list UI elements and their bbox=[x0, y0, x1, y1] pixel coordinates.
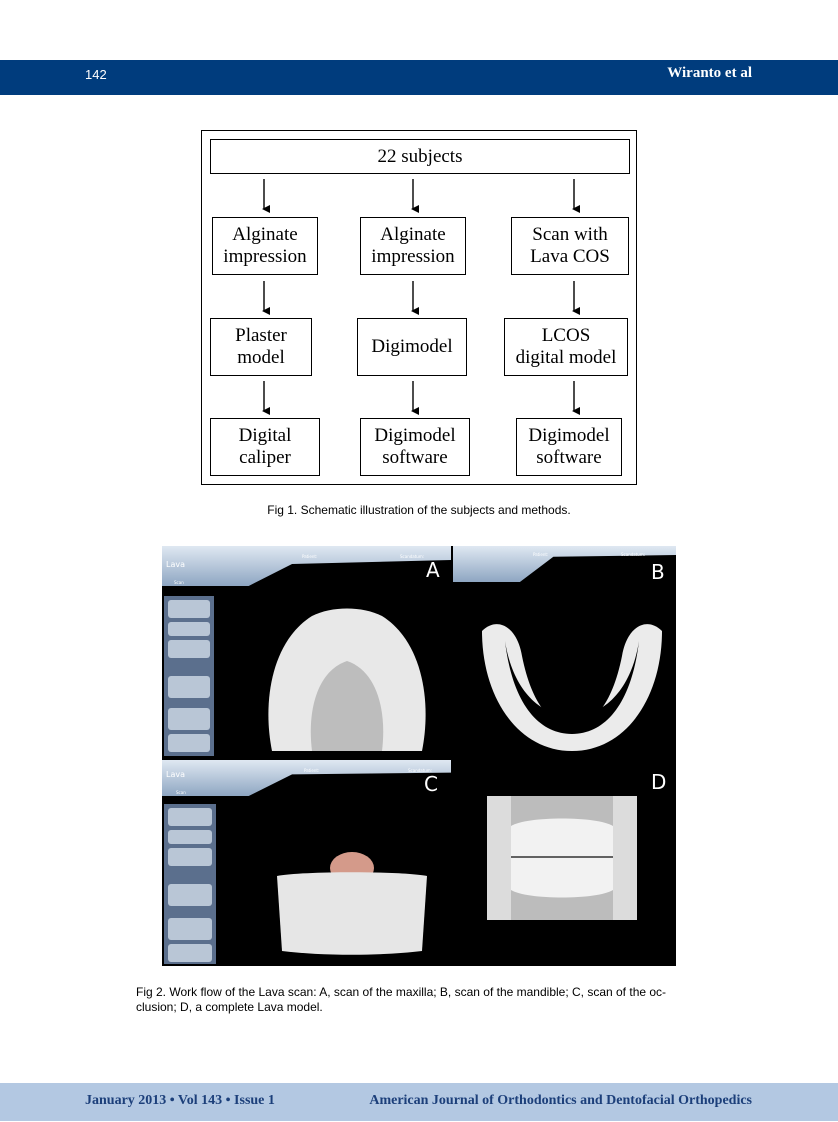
box-line: Digimodel bbox=[374, 425, 456, 446]
scandate-label: Scandatum: bbox=[400, 554, 425, 559]
flowchart-arrows bbox=[262, 179, 580, 415]
box-line: software bbox=[382, 447, 448, 468]
ui-tile bbox=[168, 640, 210, 658]
box-line: Lava COS bbox=[530, 246, 610, 267]
ui-tile bbox=[168, 734, 210, 752]
patient-label: Patient: bbox=[533, 552, 549, 557]
ui-tile bbox=[168, 600, 210, 618]
ui-tile bbox=[168, 622, 210, 636]
ui-tile bbox=[168, 944, 212, 962]
box-label: 22 subjects bbox=[377, 145, 463, 167]
box-line: impression bbox=[223, 246, 307, 267]
box-line: Plaster bbox=[235, 325, 287, 346]
figure1-caption: Fig 1. Schematic illustration of the sub… bbox=[267, 503, 571, 517]
box-line: caliper bbox=[239, 447, 291, 468]
tab-scan: Scan bbox=[174, 580, 184, 585]
ui-tile bbox=[168, 848, 212, 866]
panel-a: Lava Scan Patient: Scandatum: A bbox=[162, 546, 451, 758]
box-22-subjects: 22 subjects bbox=[210, 139, 630, 174]
panel-label-a: A bbox=[426, 558, 440, 582]
box-line: Digital bbox=[238, 425, 292, 446]
panel-c: Lava Scan Patient: Scandatum: C bbox=[162, 760, 451, 966]
box-line: Alginate bbox=[380, 224, 446, 245]
panel-label-d: D bbox=[651, 770, 667, 794]
issue-info: January 2013 • Vol 143 • Issue 1 bbox=[85, 1093, 275, 1108]
app-label: Lava bbox=[166, 560, 185, 569]
header-bar: 142 Wiranto et al bbox=[0, 60, 838, 95]
ui-tile bbox=[168, 918, 212, 940]
scandate-label: Scandatum: bbox=[621, 552, 646, 557]
panel-label-b: B bbox=[651, 560, 665, 584]
patient-label: Patient: bbox=[304, 768, 320, 773]
complete-model-image bbox=[487, 796, 637, 920]
app-label: Lava bbox=[166, 770, 185, 779]
figure2-photo: Lava Scan Patient: Scandatum: A Patient:… bbox=[162, 546, 676, 966]
box-line: software bbox=[536, 447, 602, 468]
ui-header bbox=[162, 546, 451, 586]
journal-name: American Journal of Orthodontics and Den… bbox=[369, 1093, 752, 1108]
tab-scan: Scan bbox=[176, 790, 186, 795]
panel-label-c: C bbox=[424, 772, 438, 796]
footer-bar: January 2013 • Vol 143 • Issue 1 America… bbox=[0, 1083, 838, 1121]
panel-b: Patient: Scandatum: B bbox=[453, 546, 676, 758]
patient-label: Patient: bbox=[302, 554, 318, 559]
box-line: Alginate bbox=[232, 224, 298, 245]
ui-tile bbox=[168, 830, 212, 844]
panel-d: D bbox=[453, 760, 676, 966]
mandible-scan-image bbox=[482, 624, 662, 751]
box-line: digital model bbox=[515, 347, 617, 368]
box-line: Digimodel bbox=[371, 336, 453, 357]
maxilla-scan-image bbox=[268, 608, 426, 751]
ui-header bbox=[162, 760, 451, 796]
box-line: Scan with bbox=[532, 224, 608, 245]
page-number: 142 bbox=[85, 67, 107, 82]
box-col2-step2: Digimodel bbox=[357, 318, 467, 376]
running-head: Wiranto et al bbox=[667, 65, 752, 81]
box-line: model bbox=[237, 347, 285, 368]
occlusion-scan-image bbox=[277, 852, 427, 955]
ui-tile bbox=[168, 884, 212, 906]
figure2-caption: Fig 2. Work flow of the Lava scan: A, sc… bbox=[136, 985, 667, 1014]
ui-tile bbox=[168, 808, 212, 826]
box-line: impression bbox=[371, 246, 455, 267]
box-line: Digimodel bbox=[528, 425, 610, 446]
ui-tile bbox=[168, 676, 210, 698]
ui-tile bbox=[168, 708, 210, 730]
box-line: LCOS bbox=[541, 325, 591, 346]
scandate-label: Scandatum: bbox=[408, 768, 433, 773]
